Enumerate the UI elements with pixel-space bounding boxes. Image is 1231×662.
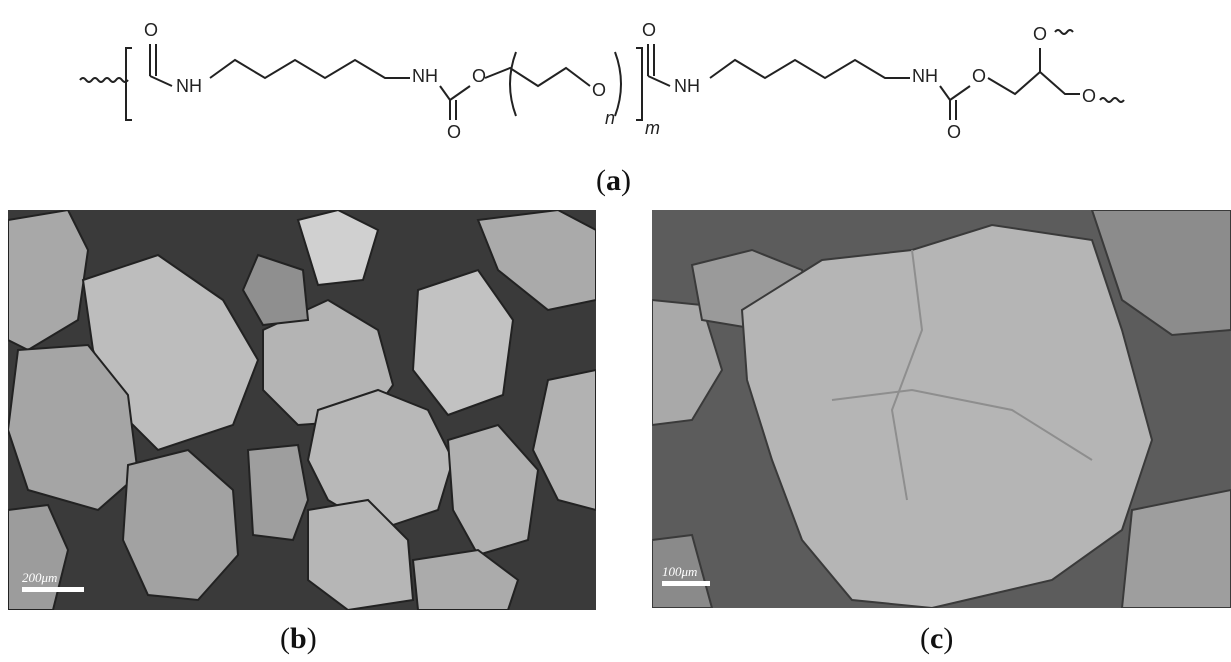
- scale-bar-label: 100μm: [662, 564, 698, 579]
- scale-bar-label: 200μm: [22, 570, 58, 585]
- wavy-bond-top: [1054, 29, 1074, 35]
- scale-bar-b: 200μm: [22, 570, 84, 592]
- caption-a: (a): [596, 164, 631, 197]
- sem-image-c: 100μm: [652, 210, 1231, 608]
- particles-drawing: [8, 210, 596, 610]
- structure-diagram: O NH NH O O O O NH NH O O O O n m: [79, 20, 1125, 142]
- atom-o: O: [447, 122, 461, 142]
- paren-left: [509, 51, 517, 117]
- caption-c: (c): [920, 622, 954, 655]
- atom-o: O: [947, 122, 961, 142]
- scale-bar-line: [662, 581, 710, 586]
- subscript-n: n: [605, 108, 615, 128]
- atom-o: O: [642, 20, 656, 40]
- caption-b-letter: b: [290, 622, 307, 655]
- wavy-bond-right: [1099, 97, 1125, 103]
- paren-right: [614, 51, 622, 117]
- bracket-right: [636, 47, 643, 121]
- particles-drawing: [652, 210, 1231, 608]
- caption-c-letter: c: [930, 622, 944, 655]
- atom-nh: NH: [912, 66, 938, 86]
- atom-o: O: [592, 80, 606, 100]
- chemical-structure: O NH NH O O O O NH NH O O O O n m: [70, 8, 1170, 148]
- atom-nh: NH: [176, 76, 202, 96]
- atom-o: O: [972, 66, 986, 86]
- atom-nh: NH: [412, 66, 438, 86]
- atom-o: O: [1033, 24, 1047, 44]
- scale-bar-line: [22, 587, 84, 592]
- atom-o: O: [144, 20, 158, 40]
- sem-image-b: 200μm: [8, 210, 596, 610]
- atom-o: O: [472, 66, 486, 86]
- atom-o: O: [1082, 86, 1096, 106]
- caption-a-letter: a: [606, 164, 621, 197]
- wavy-bond-left: [79, 77, 129, 83]
- atom-nh: NH: [674, 76, 700, 96]
- subscript-m: m: [645, 118, 660, 138]
- bracket-left: [125, 47, 132, 121]
- scale-bar-c: 100μm: [662, 564, 710, 586]
- caption-b: (b): [280, 622, 317, 655]
